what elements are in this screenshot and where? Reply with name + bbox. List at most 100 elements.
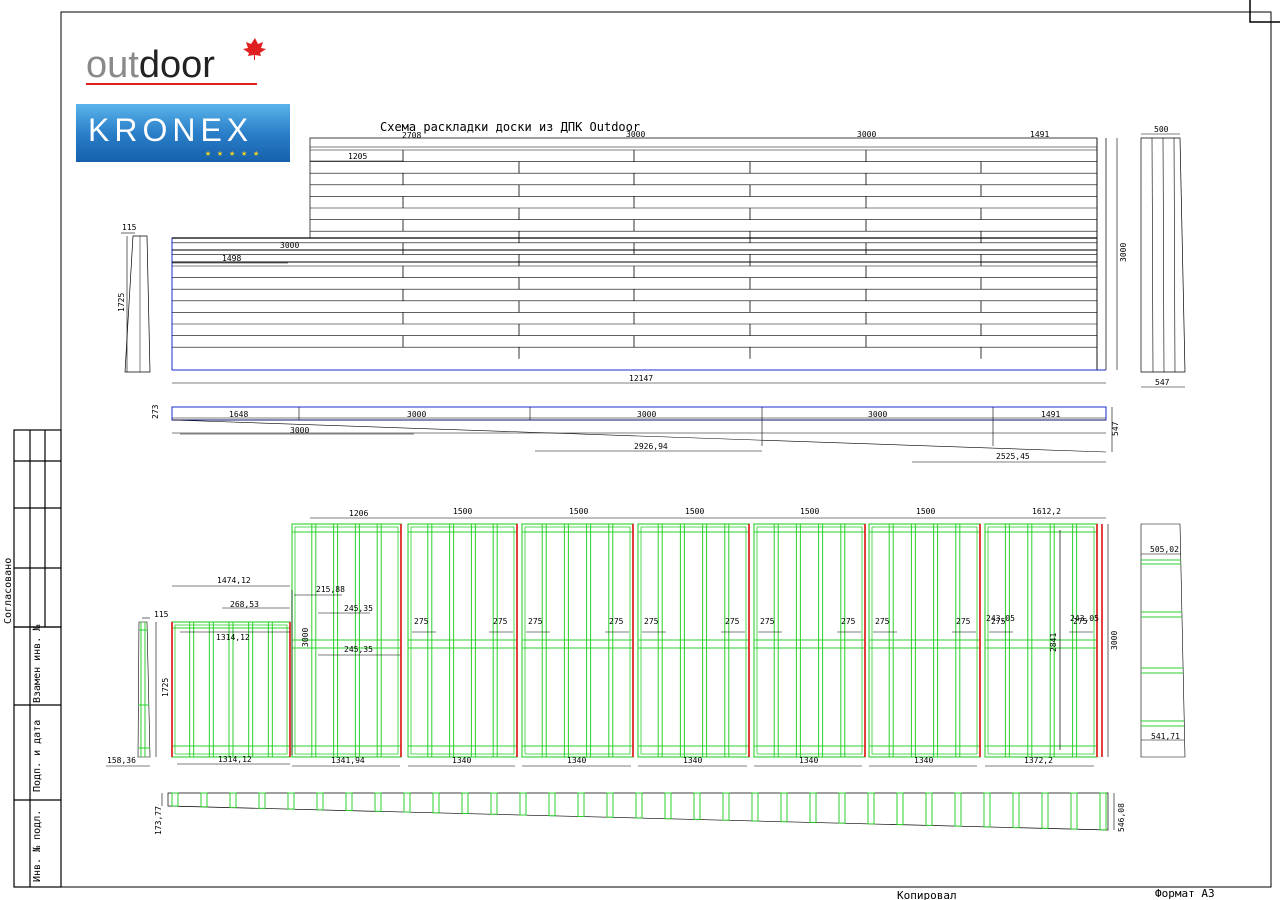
svg-text:273: 273	[151, 404, 160, 419]
strip-post	[867, 792, 875, 825]
format-label: Формат А3	[1155, 887, 1215, 900]
strip-post	[780, 792, 788, 823]
svg-text:1205: 1205	[348, 152, 367, 161]
kronex-logo: KRONEX ★ ★ ★ ★ ★	[76, 104, 290, 162]
svg-text:500: 500	[1154, 125, 1169, 134]
strip-post	[954, 792, 962, 827]
dim-275-right: 275	[725, 617, 740, 626]
frame-side-strip: 173,77 546,08	[154, 792, 1126, 835]
dim-275-left: 275	[991, 617, 1006, 626]
svg-text:1491: 1491	[1030, 130, 1049, 139]
frame-bay-inner	[174, 624, 288, 755]
svg-text:3000: 3000	[637, 410, 656, 419]
strip-post	[751, 792, 759, 822]
sheet-corner-mark	[1249, 0, 1280, 23]
strip-post	[229, 792, 237, 809]
svg-text:12147: 12147	[629, 374, 653, 383]
outdoor-logo: outdoor	[86, 38, 266, 86]
dim-275-left: 275	[644, 617, 659, 626]
svg-text:1500: 1500	[685, 507, 704, 516]
svg-text:3000: 3000	[857, 130, 876, 139]
strip-post	[925, 792, 933, 826]
svg-text:1474,12: 1474,12	[217, 576, 251, 585]
side-strip-view: 1648 3000 3000 3000 1491 273 3000 2926,9…	[151, 404, 1120, 463]
svg-text:268,53: 268,53	[230, 600, 259, 609]
svg-text:1648: 1648	[229, 410, 248, 419]
strip-post	[432, 792, 440, 814]
svg-text:1206: 1206	[349, 509, 368, 518]
svg-text:3000: 3000	[1110, 631, 1119, 650]
strip-post	[1099, 792, 1107, 831]
svg-text:115: 115	[122, 223, 137, 232]
svg-text:1500: 1500	[569, 507, 588, 516]
svg-text:3000: 3000	[1119, 243, 1128, 262]
svg-text:245,35: 245,35	[344, 604, 373, 613]
dim-275-left: 275	[414, 617, 429, 626]
svg-text:1500: 1500	[916, 507, 935, 516]
dim-275-left: 275	[528, 617, 543, 626]
inv-label: Инв. № подл.	[32, 810, 43, 882]
strip-post	[374, 792, 382, 812]
drawing-title: Схема раскладки доски из ДПК Outdoor	[380, 120, 640, 134]
strip-post	[635, 792, 643, 819]
strip-post	[722, 792, 730, 821]
strip-post	[809, 792, 817, 823]
board-layout-dims: 2708 1205 3000 3000 1491 3000 1498 12147…	[117, 125, 1186, 388]
svg-text:546,08: 546,08	[1117, 803, 1126, 832]
svg-text:1491: 1491	[1041, 410, 1060, 419]
svg-text:1340: 1340	[914, 756, 933, 765]
strip-post	[1070, 792, 1078, 830]
svg-text:547: 547	[1111, 421, 1120, 436]
dim-275-left: 275	[760, 617, 775, 626]
strip-post	[345, 792, 353, 811]
strip-post	[171, 792, 179, 807]
svg-text:1500: 1500	[800, 507, 819, 516]
svg-text:505,02: 505,02	[1150, 545, 1179, 554]
svg-text:1340: 1340	[452, 756, 471, 765]
dim-275-right: 275	[493, 617, 508, 626]
svg-text:3000: 3000	[301, 628, 310, 647]
svg-text:outdoor: outdoor	[86, 44, 215, 86]
board-layout-plan	[171, 137, 1107, 371]
svg-text:2708: 2708	[402, 131, 421, 140]
svg-text:1340: 1340	[567, 756, 586, 765]
svg-text:3000: 3000	[407, 410, 426, 419]
strip-post	[490, 792, 498, 815]
svg-text:3000: 3000	[280, 241, 299, 250]
copied-label: Копировал	[897, 889, 957, 900]
svg-text:2841: 2841	[1049, 633, 1058, 652]
strip-post	[548, 792, 556, 817]
replace-inv-label: Взамен инв. №	[32, 624, 43, 703]
svg-text:3000: 3000	[290, 426, 309, 435]
svg-text:1725: 1725	[161, 678, 170, 697]
svg-text:2525,45: 2525,45	[996, 452, 1030, 461]
strip-post	[838, 792, 846, 824]
agreed-label: Согласовано	[3, 558, 14, 624]
strip-post	[316, 792, 324, 811]
svg-text:1500: 1500	[453, 507, 472, 516]
strip-post	[983, 792, 991, 828]
svg-text:1314,12: 1314,12	[216, 633, 250, 642]
svg-text:245,35: 245,35	[344, 645, 373, 654]
svg-text:1612,2: 1612,2	[1032, 507, 1061, 516]
svg-text:243,05: 243,05	[986, 614, 1015, 623]
svg-text:1340: 1340	[799, 756, 818, 765]
strip-post	[200, 792, 208, 808]
dim-275-right: 275	[1073, 617, 1088, 626]
strip-post	[606, 792, 614, 818]
strip-post	[519, 792, 527, 816]
svg-text:1341,94: 1341,94	[331, 756, 365, 765]
svg-text:3000: 3000	[868, 410, 887, 419]
svg-text:158,36: 158,36	[107, 756, 136, 765]
svg-text:1372,2: 1372,2	[1024, 756, 1053, 765]
svg-text:1725: 1725	[117, 293, 126, 312]
side-stamp-table	[13, 429, 62, 888]
svg-text:115: 115	[154, 610, 169, 619]
svg-text:3000: 3000	[626, 130, 645, 139]
svg-text:547: 547	[1155, 378, 1170, 387]
strip-post	[461, 792, 469, 814]
strip-post	[664, 792, 672, 820]
svg-text:173,77: 173,77	[154, 806, 163, 835]
svg-text:★ ★ ★ ★ ★: ★ ★ ★ ★ ★	[205, 148, 259, 159]
